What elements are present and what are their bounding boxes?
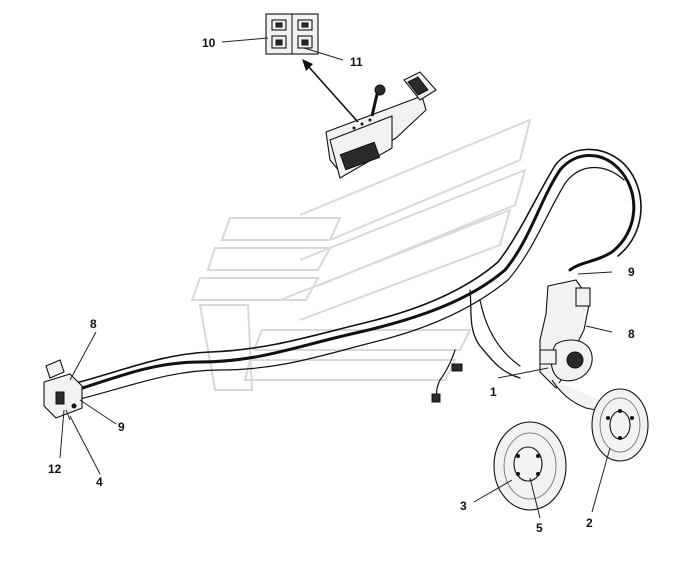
control-console (325, 71, 437, 179)
callout-8-right: 8 (628, 327, 635, 341)
callout-3: 3 (460, 499, 467, 513)
brake-disc-2 (591, 388, 649, 462)
harness-connector (431, 363, 463, 403)
detail-arrow (302, 59, 359, 123)
watermark-logo (190, 118, 532, 391)
callout-9-left: 9 (118, 420, 125, 434)
left-switch-assembly (43, 359, 83, 421)
switch-panel (265, 13, 319, 55)
callout-12: 12 (48, 462, 62, 476)
brake-caliper-assembly (539, 279, 601, 411)
callout-9-right: 9 (628, 265, 635, 279)
callout-8-left: 8 (90, 317, 97, 331)
callout-2: 2 (586, 516, 593, 530)
callout-11: 11 (350, 55, 363, 69)
callout-4: 4 (96, 475, 103, 489)
callout-1: 1 (490, 385, 497, 399)
callout-10: 10 (202, 36, 216, 50)
callout-labels: 10 11 9 8 1 2 3 5 8 9 12 4 (48, 36, 635, 535)
brake-disc-3 (493, 421, 567, 511)
leader-lines (59, 37, 613, 519)
callout-5: 5 (536, 521, 543, 535)
